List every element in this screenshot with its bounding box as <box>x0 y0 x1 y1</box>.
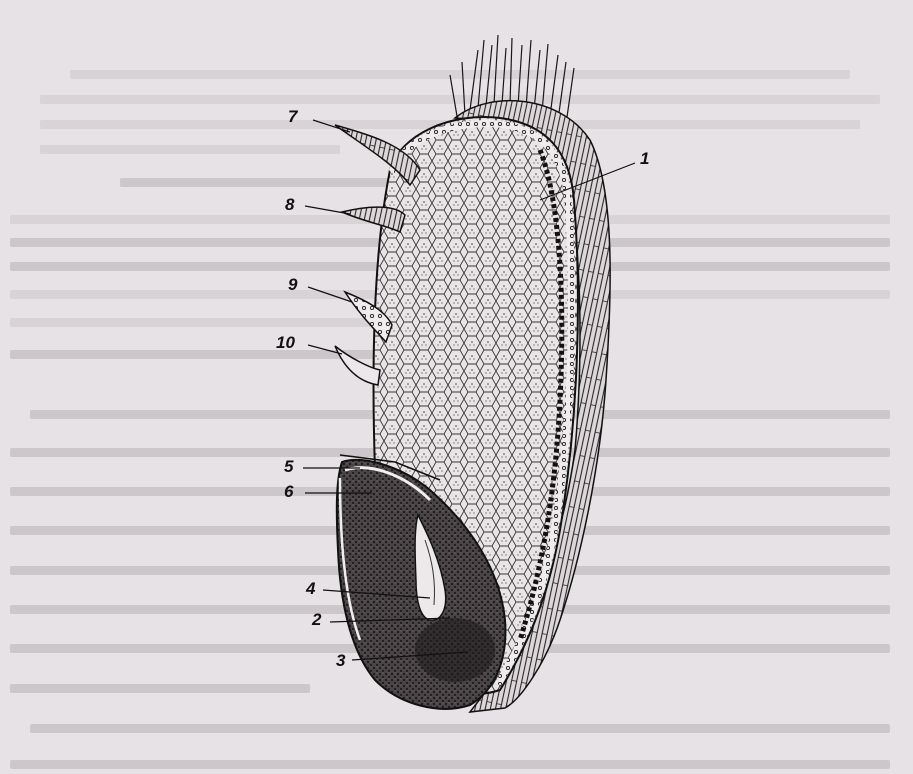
label-1: 1 <box>640 150 649 167</box>
label-4: 4 <box>306 580 315 597</box>
label-3: 3 <box>336 652 345 669</box>
radicle <box>415 618 495 682</box>
label-5: 5 <box>284 458 293 475</box>
label-2: 2 <box>312 611 321 628</box>
label-9: 9 <box>288 276 297 293</box>
label-8: 8 <box>285 196 294 213</box>
label-10: 10 <box>276 334 295 351</box>
label-7: 7 <box>288 108 297 125</box>
label-6: 6 <box>284 483 293 500</box>
